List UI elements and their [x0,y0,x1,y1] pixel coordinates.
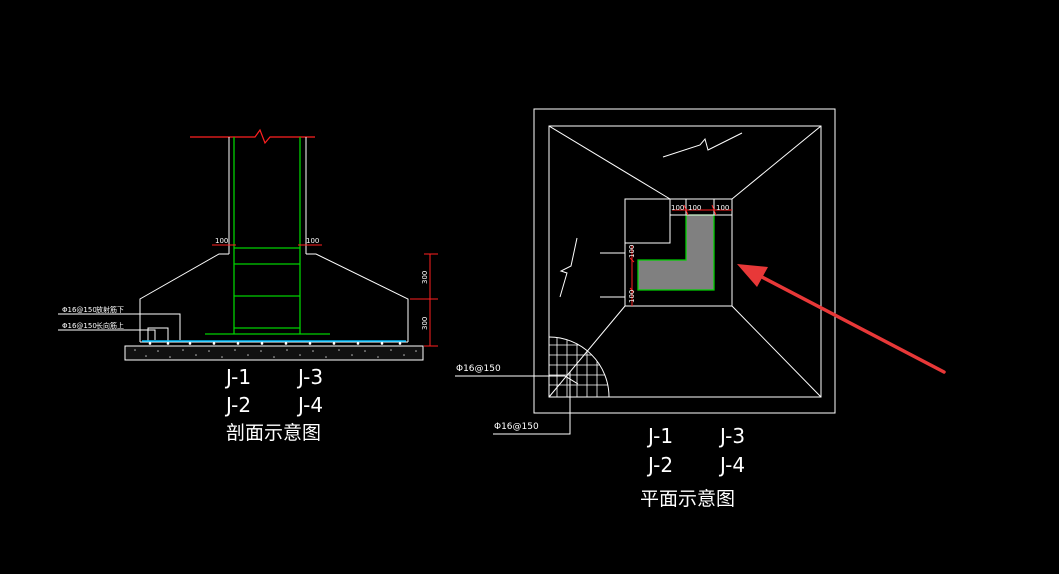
section-break-line [190,128,315,145]
plan-title: 平面示意图 [640,488,735,510]
l-shaped-column [637,214,715,291]
plan-dim-top-left: 100 [671,204,684,212]
l-shaped-column-outline [624,214,733,307]
section-dim-right: 100 [306,237,319,245]
section-label-j2: J-2 [224,393,251,417]
plan-dim-top-mid: 100 [688,204,701,212]
section-rebar-leaders [58,313,181,340]
section-label-j4: J-4 [296,393,323,417]
section-view: 100 100 300 300 Φ16@150 放射筋下 Φ16@150 长向筋… [58,128,438,444]
section-label-j1: J-1 [224,365,251,389]
plan-label-j4: J-4 [718,453,745,477]
section-dim-marks [212,244,438,347]
section-rebar-lower-text: Φ16@150 [62,322,97,330]
footing-outline [139,253,409,343]
rebar-mesh-quadrant [548,336,610,398]
section-rebar-upper-text: Φ16@150 [62,306,97,314]
column-rebar [205,137,330,335]
plan-label-j1: J-1 [646,424,673,448]
column-outline [228,137,307,254]
plan-dim-marks [629,204,732,306]
section-dim-left: 100 [215,237,228,245]
plan-dim-side-lower: 100 [628,290,636,303]
plan-rebar-1: Φ16@150 [456,364,501,374]
plan-dim-side-upper: 100 [628,245,636,258]
plan-view: 100 100 100 100 100 [455,108,836,510]
section-dim-lower: 300 [421,317,429,330]
section-rebar-lower-note: 长向筋上 [96,321,124,330]
cushion-layer [124,345,424,361]
plan-rebar-2: Φ16@150 [494,422,539,432]
plan-label-j3: J-3 [718,424,745,448]
plan-label-j2: J-2 [646,453,673,477]
section-rebar-upper-note: 放射筋下 [96,305,124,314]
section-title: 剖面示意图 [226,422,321,444]
section-label-j3: J-3 [296,365,323,389]
plan-rebar-leaders [455,372,579,435]
plan-dim-top-right: 100 [716,204,729,212]
section-dim-upper: 300 [421,271,429,284]
annotation-arrow [737,264,946,374]
bottom-rebar-dots [148,342,402,345]
